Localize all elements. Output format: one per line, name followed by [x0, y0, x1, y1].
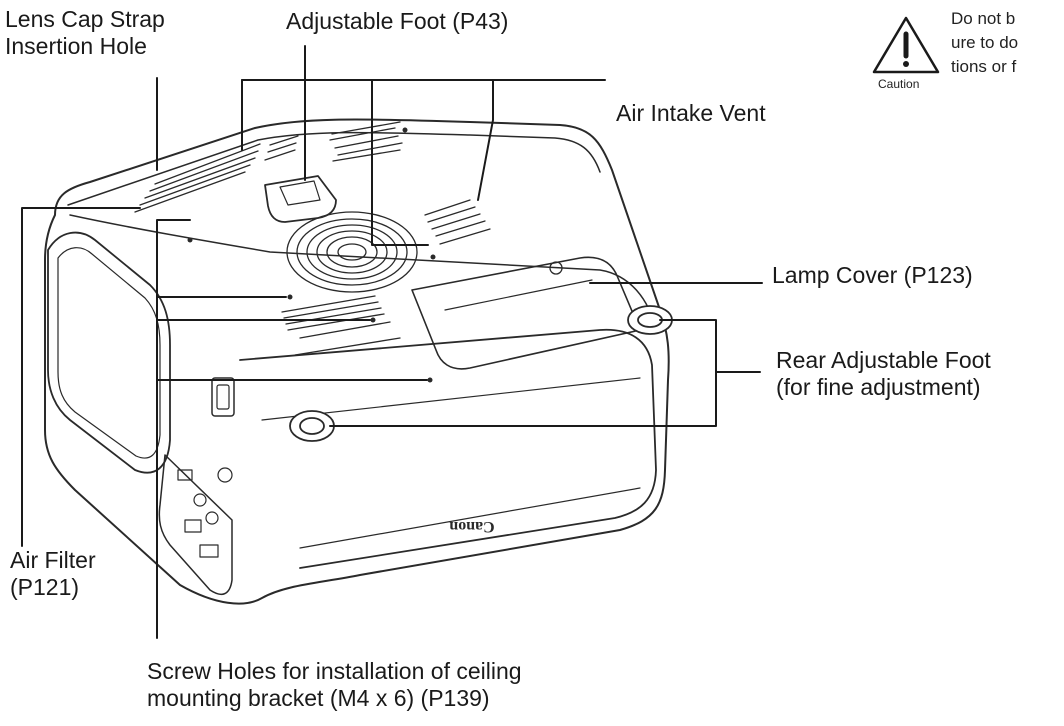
lens-cap-strap-label: Lens Cap Strap Insertion Hole	[5, 6, 165, 59]
caution-note-text: Do not b ure to do tions or f	[951, 8, 1018, 77]
caution-word: Caution	[878, 77, 920, 91]
brand-logo: Canon	[449, 518, 494, 535]
air-filter-grille	[281, 295, 401, 356]
air-intake-vent-grilles	[134, 121, 491, 245]
lamp-cover-label: Lamp Cover (P123)	[772, 262, 973, 288]
air-filter-label: Air Filter (P121)	[10, 547, 96, 600]
rear-adjustable-foot-label: Rear Adjustable Foot (for fine adjustmen…	[776, 347, 991, 400]
caution-note-line: tions or f	[951, 57, 1017, 76]
caution-triangle-icon	[872, 16, 940, 74]
screw-holes	[187, 127, 436, 383]
air-intake-vent-label: Air Intake Vent	[616, 100, 766, 126]
leader-lines	[21, 45, 763, 639]
projector-body	[44, 118, 670, 605]
caution-note-line: Do not b	[951, 9, 1016, 28]
adjustable-foot-label: Adjustable Foot (P43)	[286, 8, 509, 34]
rear-adjustable-foot	[289, 305, 673, 442]
fan-grille	[286, 211, 418, 293]
screw-holes-label: Screw Holes for installation of ceiling …	[147, 658, 522, 711]
caution-note-line: ure to do	[951, 33, 1019, 52]
